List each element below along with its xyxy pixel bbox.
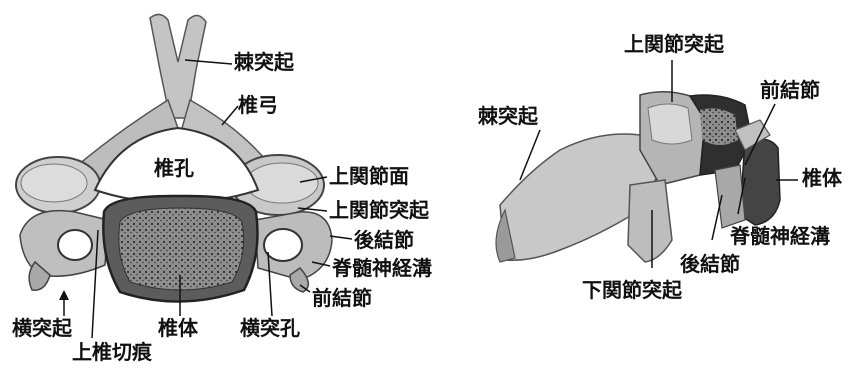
label-superior-articular-process-left: 上関節突起: [329, 198, 429, 222]
right-vertebral-body-shape: [739, 137, 781, 226]
right-vertebra-drawing: [495, 60, 798, 268]
label-posterior-tubercle-left: 後結節: [354, 228, 414, 252]
left-vertebra-drawing: [15, 13, 353, 339]
label-transverse-process: 横突起: [12, 316, 72, 340]
right-leader-lines: [519, 60, 798, 268]
label-transverse-foramen: 横突孔: [240, 316, 300, 340]
label-vertebral-foramen: 椎孔: [154, 156, 194, 180]
label-superior-articular-process-right: 上関節突起: [624, 32, 724, 56]
label-spinal-nerve-groove-left: 脊髄神経溝: [332, 256, 432, 280]
label-superior-vertebral-notch: 上椎切痕: [72, 340, 152, 364]
label-inferior-articular-process: 下関節突起: [582, 278, 682, 302]
label-superior-articular-surface: 上関節面: [329, 164, 409, 188]
label-spinous-process-right: 棘突起: [478, 104, 538, 128]
label-anterior-tubercle-right: 前結節: [760, 78, 820, 102]
left-spinous-process-shape: [149, 13, 207, 119]
label-vertebral-body-right: 椎体: [802, 166, 842, 190]
label-vertebral-arch: 椎弓: [238, 93, 278, 117]
label-spinal-nerve-groove-right: 脊髄神経溝: [730, 224, 830, 248]
label-vertebral-body-left: 椎体: [158, 316, 198, 340]
label-posterior-tubercle-right: 後結節: [680, 252, 740, 276]
label-anterior-tubercle-left: 前結節: [312, 286, 372, 310]
label-spinous-process-left: 棘突起: [234, 50, 294, 74]
left-leader-lines: [63, 59, 353, 339]
